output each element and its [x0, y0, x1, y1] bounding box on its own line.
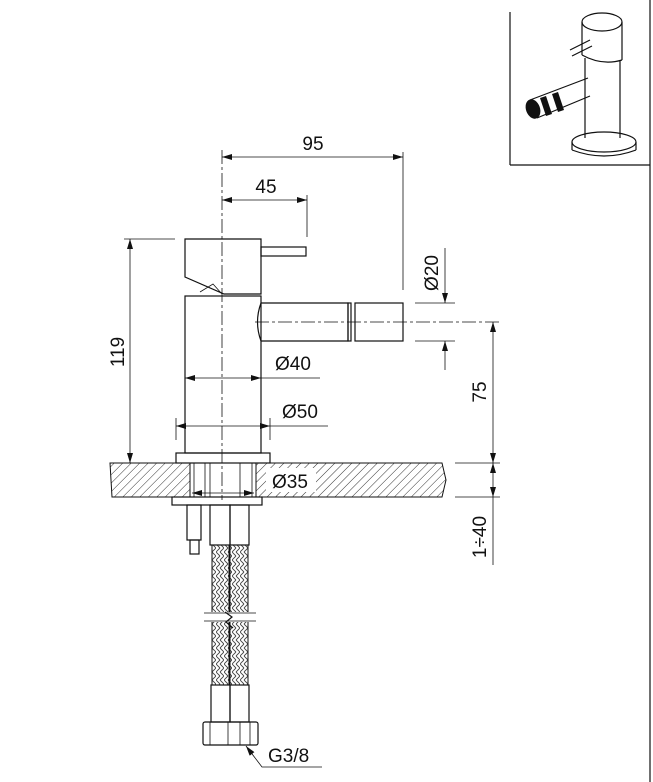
dim-d20: Ø20: [422, 255, 443, 291]
countertop-section: [109, 462, 447, 498]
dim-95: 95: [302, 134, 323, 155]
inset-3d-view: [509, 0, 651, 782]
dim-119: 119: [108, 337, 129, 367]
dim-d50: Ø50: [282, 402, 318, 423]
faucet-side-view: [175, 238, 404, 464]
hoses-and-fittings: [171, 496, 263, 746]
dim-d35: Ø35: [272, 472, 308, 493]
dim-75: 75: [470, 381, 491, 402]
dim-d40: Ø40: [275, 354, 311, 375]
dim-1-40: 1÷40: [470, 516, 491, 558]
thread-label: G3/8: [268, 746, 309, 767]
dim-45: 45: [255, 177, 276, 198]
